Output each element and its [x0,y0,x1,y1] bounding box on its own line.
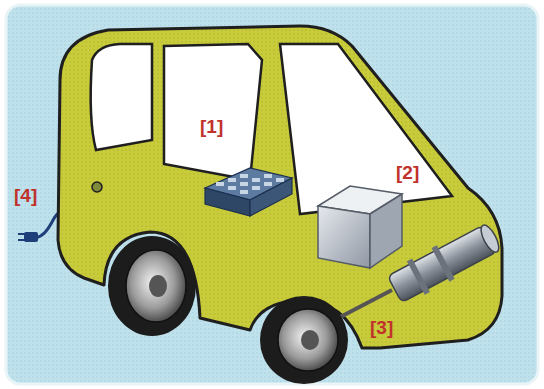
callout-number: [2] [396,163,419,182]
callout-number: [4] [14,186,37,205]
car-body [58,26,502,348]
charging-socket [92,182,102,192]
front-wheel [260,296,348,384]
callout-number: [3] [370,318,393,337]
controller-box [318,186,402,268]
rear-wheel [108,236,196,336]
plug [24,232,38,242]
battery-pack [205,168,292,216]
background-panel [6,5,538,384]
windshield [280,44,452,214]
side-window [164,44,262,180]
callout-number: [1] [200,117,223,136]
rear-window [91,44,152,150]
